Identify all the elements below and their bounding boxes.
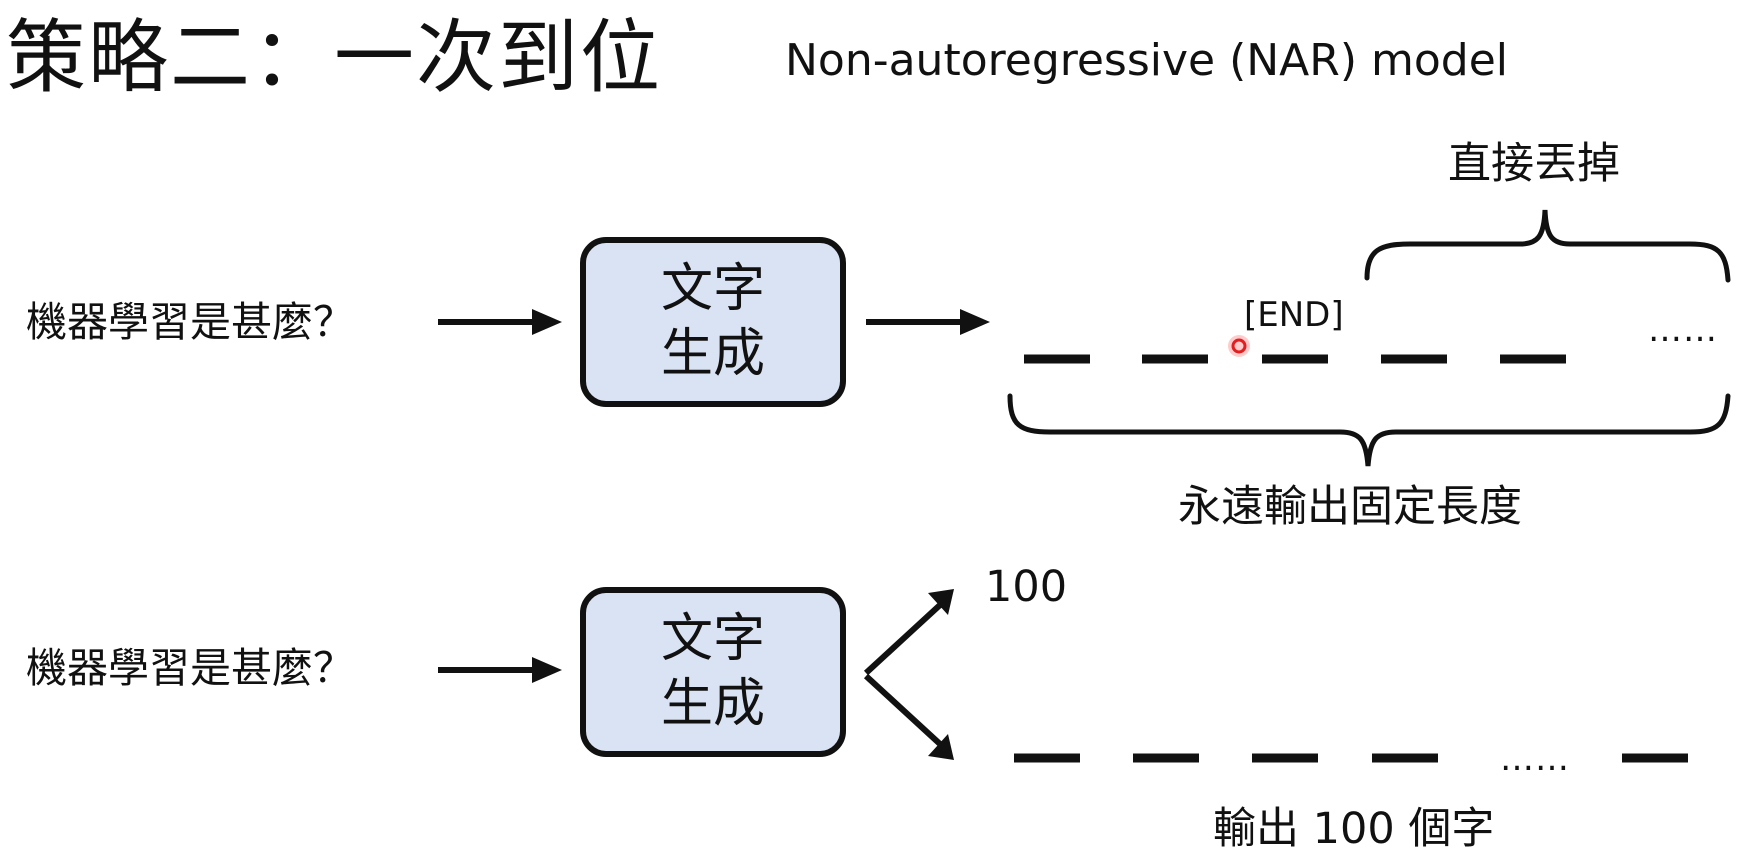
row2-input-arrow [438, 657, 562, 683]
length-prediction-label: 100 [985, 562, 1068, 612]
slide-subtitle: Non-autoregressive (NAR) model [785, 35, 1509, 86]
drop-brace [1364, 209, 1731, 283]
row2-output-arrow [863, 673, 954, 760]
fixed-length-brace [1007, 393, 1731, 467]
end-token-label: [END] [1244, 295, 1344, 335]
row1-input-arrow [438, 309, 562, 335]
row2-box-label: 文字 生成 [660, 609, 765, 734]
row1-text-generation-box: 文字 生成 [580, 237, 846, 407]
row2-input-text: 機器學習是甚麼？ [26, 644, 354, 692]
row1-box-label: 文字 生成 [660, 259, 765, 384]
output-100-label: 輸出 100 個字 [1213, 804, 1495, 854]
row1-output-arrow [866, 309, 990, 335]
row2-length-arrow [863, 589, 954, 676]
row2-text-generation-box: 文字 生成 [580, 587, 846, 757]
pointer-dot [1228, 335, 1250, 357]
row1-ellipsis: …… [1648, 310, 1718, 350]
row1-input-text: 機器學習是甚麼？ [26, 298, 354, 346]
slide-title: 策略二：一次到位 [6, 11, 662, 104]
row2-ellipsis: …… [1500, 739, 1570, 779]
fixed-length-label: 永遠輸出固定長度 [1178, 482, 1522, 532]
drop-label: 直接丟掉 [1448, 139, 1620, 189]
